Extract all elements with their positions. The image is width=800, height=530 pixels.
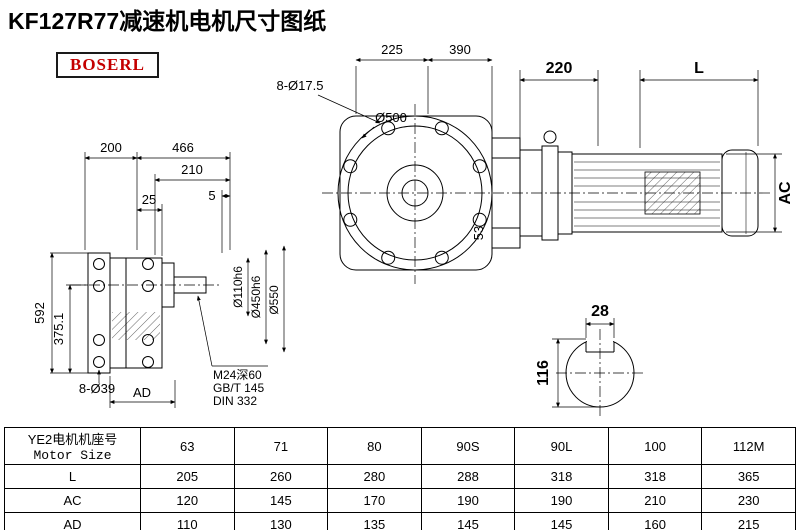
size-header: 71 <box>233 427 329 465</box>
dim-25: 25 <box>142 192 156 207</box>
value-cell: 190 <box>514 488 609 513</box>
note-tapped-hole: M24深60 <box>213 368 262 382</box>
value-cell: 145 <box>420 512 516 530</box>
housing-body <box>109 257 163 369</box>
motor-size-label-cn: YE2电机机座号 <box>27 432 118 447</box>
dim-375-1: 375.1 <box>51 313 66 346</box>
size-header: 80 <box>327 427 422 465</box>
value-cell: 205 <box>140 464 235 489</box>
value-cell: 260 <box>233 464 329 489</box>
value-cell: 120 <box>140 488 235 513</box>
value-cell: 318 <box>607 464 703 489</box>
dim-AC: AC <box>777 181 794 205</box>
value-cell: 280 <box>327 464 422 489</box>
value-cell: 145 <box>233 488 329 513</box>
dim-53: 53 <box>471 226 486 240</box>
dim-592: 592 <box>32 302 47 324</box>
value-cell: 190 <box>420 488 516 513</box>
page-title: KF127R77减速机电机尺寸图纸 <box>8 8 327 34</box>
table-row-AD: AD 110 130 135 145 145 160 215 <box>4 512 796 530</box>
row-label: AD <box>4 512 141 530</box>
size-header: 90S <box>420 427 516 465</box>
value-cell: 130 <box>233 512 329 530</box>
dim-200: 200 <box>100 140 122 155</box>
motor-size-header: YE2电机机座号 Motor Size <box>4 427 141 465</box>
motor-size-label-en: Motor Size <box>33 448 112 463</box>
technical-drawing: 225 390 220 L AC 8-Ø17.5 Ø500 53 <box>32 42 794 417</box>
dim-390: 390 <box>449 42 471 57</box>
dim-466: 466 <box>172 140 194 155</box>
note-din-standard: DIN 332 <box>213 394 257 408</box>
row-label: AC <box>4 488 141 513</box>
value-cell: 318 <box>514 464 609 489</box>
row-label: L <box>4 464 141 489</box>
value-cell: 160 <box>607 512 703 530</box>
size-header: 90L <box>514 427 609 465</box>
dim-225: 225 <box>381 42 403 57</box>
table-row-AC: AC 120 145 170 190 190 210 230 <box>4 488 796 513</box>
value-cell: 170 <box>327 488 422 513</box>
dim-5: 5 <box>208 188 215 203</box>
note-gb-standard: GB/T 145 <box>213 381 264 395</box>
value-cell: 365 <box>701 464 796 489</box>
dim-220: 220 <box>546 60 573 77</box>
shaft-end-view: 28 116 <box>535 303 644 417</box>
size-header: 112M <box>701 427 796 465</box>
fan-cover <box>721 149 759 237</box>
gear-housing-section <box>491 130 573 249</box>
eyebolt-icon <box>543 130 557 144</box>
flange-bolt-holes <box>343 121 487 265</box>
table-row-L: L 205 260 280 288 318 318 365 <box>4 464 796 489</box>
value-cell: 145 <box>514 512 609 530</box>
stator-block <box>644 171 701 215</box>
flange-bolt-holes-section <box>93 258 154 368</box>
dim-shaft-dia: Ø110h6 <box>231 266 245 308</box>
value-cell: 215 <box>701 512 796 530</box>
value-cell: 210 <box>607 488 703 513</box>
brand-logo: BOSERL <box>56 52 159 78</box>
front-view <box>322 104 770 284</box>
side-dimensions: 200 466 210 5 25 592 375.1 8-Ø39 AD <box>32 140 286 408</box>
dim-flange-dia: Ø500 <box>375 110 407 125</box>
table-header-row: YE2电机机座号 Motor Size 63 71 80 90S 90L 100… <box>4 427 796 465</box>
value-cell: 288 <box>420 464 516 489</box>
side-view <box>70 252 222 374</box>
dim-flange-dia-side: Ø550 <box>267 285 281 315</box>
dim-210: 210 <box>181 162 203 177</box>
dim-L: L <box>694 60 704 77</box>
dim-bolt-holes-side: 8-Ø39 <box>79 381 115 396</box>
size-header: 63 <box>140 427 235 465</box>
dim-spigot-dia: Ø450h6 <box>249 275 263 318</box>
motor-body <box>571 149 759 237</box>
value-cell: 135 <box>327 512 422 530</box>
dim-bolt-holes-front: 8-Ø17.5 <box>277 78 324 93</box>
dim-28: 28 <box>591 303 609 320</box>
dim-116: 116 <box>535 360 552 386</box>
spec-table: YE2电机机座号 Motor Size 63 71 80 90S 90L 100… <box>4 427 796 530</box>
output-flange-plate <box>87 252 111 374</box>
value-cell: 230 <box>701 488 796 513</box>
size-header: 100 <box>607 427 703 465</box>
value-cell: 110 <box>140 512 235 530</box>
dim-AD: AD <box>133 385 151 400</box>
front-dimensions: 225 390 220 L AC 8-Ø17.5 Ø500 53 <box>277 42 794 240</box>
